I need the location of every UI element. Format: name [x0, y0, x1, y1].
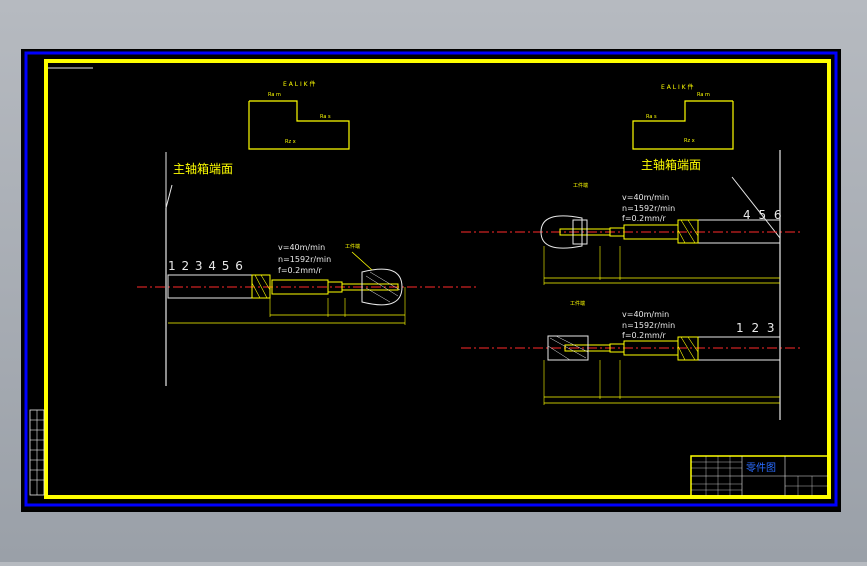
station-numbers-right-top: 4 5 6 [743, 208, 784, 222]
headstock-label-left: 主轴箱端面 [173, 161, 233, 176]
svg-text:n=1592r/min: n=1592r/min [622, 321, 675, 330]
svg-text:Ra m: Ra m [697, 92, 710, 98]
svg-text:Rz x: Rz x [285, 139, 296, 145]
svg-text:f=0.2mm/r: f=0.2mm/r [278, 266, 323, 275]
title-block-name: 零件图 [746, 462, 776, 474]
svg-text:f=0.2mm/r: f=0.2mm/r [622, 331, 667, 340]
svg-text:Rz x: Rz x [684, 138, 695, 144]
svg-text:Ra s: Ra s [320, 114, 331, 120]
svg-text:n=1592r/min: n=1592r/min [622, 204, 675, 213]
margin-table [29, 409, 45, 496]
station-numbers-right-bottom: 1 2 3 [736, 321, 777, 335]
station-numbers-left: 1 2 3 4 5 6 [168, 259, 244, 273]
svg-text:Ra s: Ra s [646, 114, 657, 120]
sheet-background [21, 49, 841, 512]
svg-text:工件端: 工件端 [570, 300, 585, 307]
fixture-sketch-right: E A L I K 件 Ra m Ra s Rz x [632, 83, 734, 150]
svg-text:工件端: 工件端 [573, 182, 588, 189]
inner-frame-yellow [44, 59, 831, 499]
title-block: 零件图 [690, 455, 829, 497]
svg-text:E A L I K 件: E A L I K 件 [283, 80, 315, 88]
tool-assembly-left: 主轴箱端面 1 2 3 4 5 6 v=40m/min n=1592r/min … [137, 152, 478, 386]
svg-text:v=40m/min: v=40m/min [278, 243, 325, 252]
svg-text:Ra m: Ra m [268, 92, 281, 98]
svg-text:E A L I K 件: E A L I K 件 [661, 83, 693, 91]
headstock-label-right: 主轴箱端面 [641, 157, 701, 172]
svg-text:f=0.2mm/r: f=0.2mm/r [622, 214, 667, 223]
tool-assembly-right-bottom: 1 2 3 v=40m/min n=1592r/min f=0.2mm/r 工件… [461, 300, 800, 405]
tool-assembly-right-top: 主轴箱端面 4 5 6 v=40m/min n=1592r/min f=0.2m… [461, 150, 800, 420]
svg-text:v=40m/min: v=40m/min [622, 310, 669, 319]
svg-text:n=1592r/min: n=1592r/min [278, 255, 331, 264]
fixture-sketch-left: E A L I K 件 Ra m Ra s Rz x [248, 80, 350, 150]
svg-text:工件端: 工件端 [345, 243, 360, 250]
svg-text:v=40m/min: v=40m/min [622, 193, 669, 202]
outer-frame-blue [24, 51, 838, 507]
